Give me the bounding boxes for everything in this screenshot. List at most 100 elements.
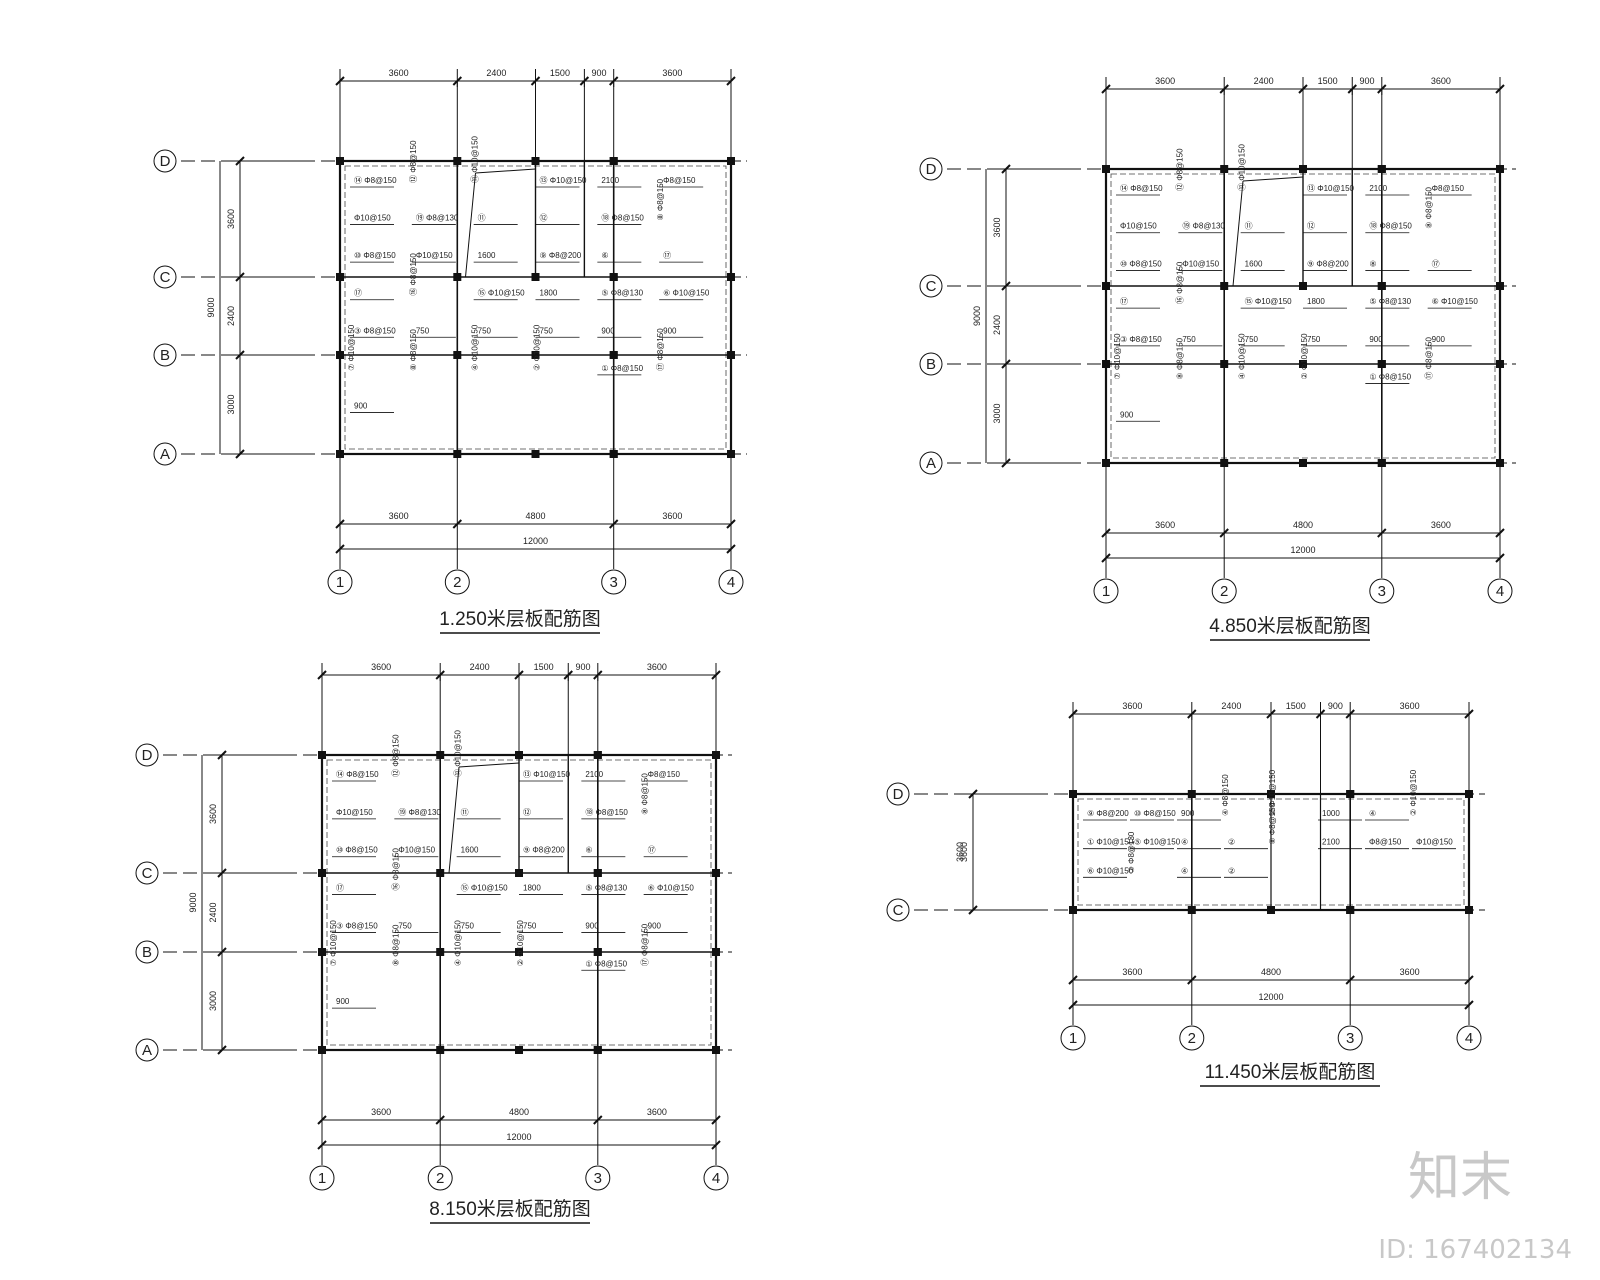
row-axis-bubble [135, 940, 159, 964]
column-square [593, 869, 602, 877]
column-axis-bubble [1369, 578, 1395, 604]
rebar-note: ② Φ10@150 [516, 920, 525, 967]
column-axis-bubble [1487, 578, 1513, 604]
rebar-note: ② [1228, 838, 1235, 847]
rebar-note: ⑧ Φ8@150 [641, 773, 650, 815]
row-axis-bubble [153, 343, 177, 367]
column-axis-label: 2 [1188, 1030, 1196, 1047]
plan-title: 11.450米层板配筋图 [1205, 1061, 1376, 1083]
column-square [531, 351, 540, 359]
column-square [1299, 360, 1307, 368]
column-square [336, 157, 344, 165]
column-square [336, 450, 344, 458]
rebar-note: ⑨ Φ8@200 [523, 846, 565, 855]
row-axis-label: D [893, 786, 904, 803]
rebar-note: ⑤ Φ10@150 [1134, 838, 1181, 847]
rebar-note: ① Φ8@150 [1369, 373, 1411, 382]
rebar-note: 750 [461, 921, 475, 930]
rebar-note: 1800 [540, 289, 558, 298]
rebar-note: ⑪ [478, 214, 486, 223]
bottom-total-value: 12000 [506, 1132, 531, 1142]
rebar-note: ② [1228, 866, 1235, 875]
column-square [318, 751, 326, 759]
column-axis-label: 3 [1346, 1030, 1354, 1047]
rebar-note: ① Φ8@150 [585, 959, 627, 968]
rebar-note: Φ10@150 [1182, 259, 1219, 268]
column-square [609, 450, 618, 458]
row-axis-bubble [886, 898, 910, 922]
rebar-note: ⑧ [1369, 259, 1376, 268]
left-dim-value: 3600 [959, 842, 969, 862]
left-dim-slash [217, 947, 227, 957]
column-axis-bubble [309, 1165, 335, 1191]
rebar-note: ⑪ [461, 808, 469, 817]
row-axis-bubble [886, 782, 910, 806]
left-dim-slash [235, 350, 245, 360]
rebar-note: ④ [1369, 809, 1376, 818]
top-dim-value: 900 [1360, 76, 1375, 86]
top-dim-value: 3600 [1431, 76, 1451, 86]
row-axis-label: B [142, 944, 152, 961]
column-square [453, 351, 462, 359]
row-axis-bubble [919, 352, 943, 376]
bottom-dim-slash [1495, 553, 1505, 563]
rebar-note: ⑧ Φ8@150 [1175, 337, 1184, 379]
column-square [1069, 790, 1077, 798]
column-square [1267, 906, 1275, 914]
column-axis-label: 3 [1378, 583, 1386, 600]
column-axis-bubble [1456, 1025, 1482, 1051]
rebar-note: ⑥ Φ10@150 [1087, 866, 1134, 875]
column-square [1220, 282, 1229, 290]
bottom-dim-value: 3600 [1122, 967, 1142, 977]
rebar-note: ⑭ Φ8@150 [336, 770, 379, 779]
column-square [1220, 360, 1229, 368]
top-dim-value: 3600 [1122, 701, 1142, 711]
top-dim-value: 2400 [1221, 701, 1241, 711]
bottom-dim-value: 3600 [371, 1107, 391, 1117]
left-dim-slash [968, 905, 978, 915]
bottom-dim-slash [317, 1115, 327, 1125]
row-axis-bubble [153, 442, 177, 466]
left-dim-slash [235, 272, 245, 282]
rebar-note: Φ8@150 [648, 770, 681, 779]
rebar-note: ④ Φ8@150 [1221, 774, 1230, 816]
rebar-note: 900 [1369, 335, 1383, 344]
rebar-note: ⑰ [1120, 297, 1128, 306]
left-dim-slash [1001, 281, 1011, 291]
rebar-note: 900 [648, 921, 662, 930]
rebar-note: Φ8@150 [1369, 838, 1402, 847]
rebar-note: 750 [1307, 335, 1321, 344]
column-square [1220, 165, 1229, 173]
column-square [1346, 790, 1355, 798]
rebar-note: ① Φ8@150 [601, 364, 643, 373]
row-axis-label: A [160, 446, 170, 463]
top-dim-value: 2400 [470, 662, 490, 672]
column-square [712, 1046, 720, 1054]
rebar-note: ⑫ Φ8@150 [1175, 148, 1184, 191]
rebar-note: Φ10@150 [354, 214, 391, 223]
top-dim-value: 1500 [550, 68, 570, 78]
rebar-note: ⑧ Φ8@150 [1425, 186, 1434, 228]
rebar-note: ⑪ [1245, 222, 1253, 231]
rebar-note: ⑲ Φ8@130 [398, 808, 441, 817]
rebar-note: ⑨ Φ8@200 [1307, 259, 1349, 268]
rebar-note: 1800 [523, 884, 541, 893]
row-axis-bubble [135, 1038, 159, 1062]
row-axis-bubble [919, 451, 943, 475]
bottom-dim-slash [726, 519, 736, 529]
rebar-note: ⑦ Φ10@150 [1113, 333, 1122, 380]
column-square [712, 751, 720, 759]
rebar-note: 1000 [1322, 809, 1340, 818]
left-dim-slash [217, 1045, 227, 1055]
rebar-note: 2100 [1322, 838, 1340, 847]
rebar-note: ⑩ Φ8@150 [1120, 259, 1162, 268]
row-axis-label: C [142, 865, 153, 882]
bottom-dim-slash [1219, 528, 1229, 538]
stair-slope [1232, 180, 1244, 287]
rebar-note: ④ Φ10@150 [471, 324, 480, 371]
top-dim-value: 900 [1328, 701, 1343, 711]
left-dim-slash [217, 750, 227, 760]
rebar-note: 1800 [1307, 297, 1325, 306]
column-axis-bubble [1211, 578, 1237, 604]
